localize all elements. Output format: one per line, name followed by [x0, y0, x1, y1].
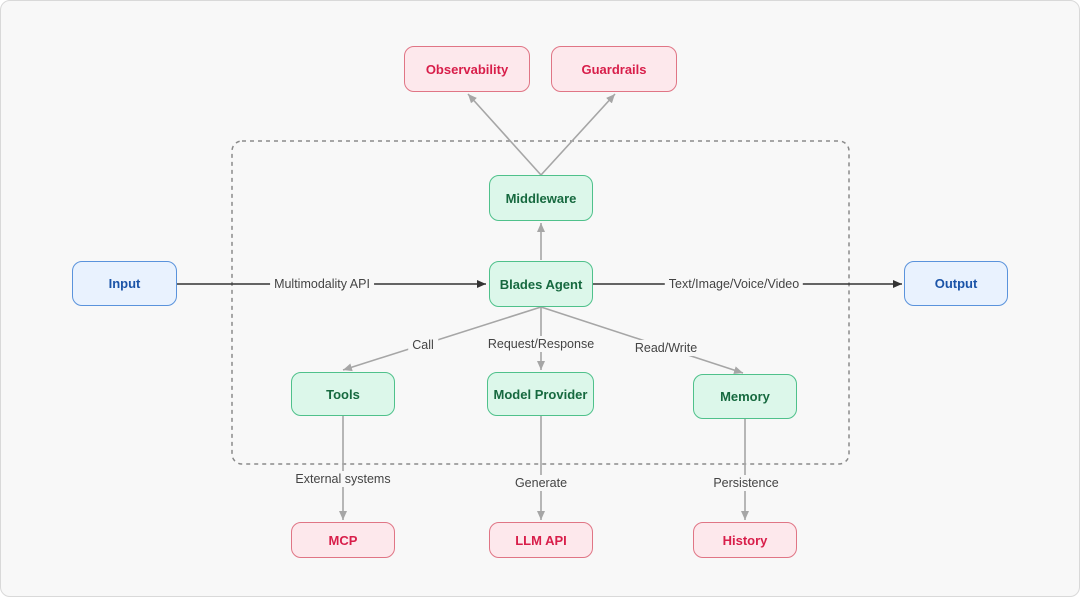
agent-boundary — [231, 140, 850, 465]
node-observability: Observability — [404, 46, 530, 92]
node-memory: Memory — [693, 374, 797, 419]
node-mcp: MCP — [291, 522, 395, 558]
node-model-provider: Model Provider — [487, 372, 594, 416]
label-read-write: Read/Write — [630, 340, 702, 356]
node-output: Output — [904, 261, 1008, 306]
node-history: History — [693, 522, 797, 558]
label-external-systems: External systems — [291, 471, 395, 487]
node-llm-api: LLM API — [489, 522, 593, 558]
label-multimodality-api: Multimodality API — [270, 276, 374, 292]
node-guardrails: Guardrails — [551, 46, 677, 92]
label-text-image-voice-video: Text/Image/Voice/Video — [664, 276, 804, 292]
edge-middleware-to-guardrails — [540, 93, 616, 176]
node-tools: Tools — [291, 372, 395, 416]
label-generate: Generate — [510, 475, 572, 491]
label-request-response: Request/Response — [483, 336, 599, 352]
edge-middleware-to-observability — [467, 93, 542, 176]
node-middleware: Middleware — [489, 175, 593, 221]
node-input: Input — [72, 261, 177, 306]
label-call: Call — [408, 337, 438, 353]
edge-agent-to-tools — [342, 306, 542, 372]
node-blades-agent: Blades Agent — [489, 261, 593, 307]
label-persistence: Persistence — [709, 475, 783, 491]
